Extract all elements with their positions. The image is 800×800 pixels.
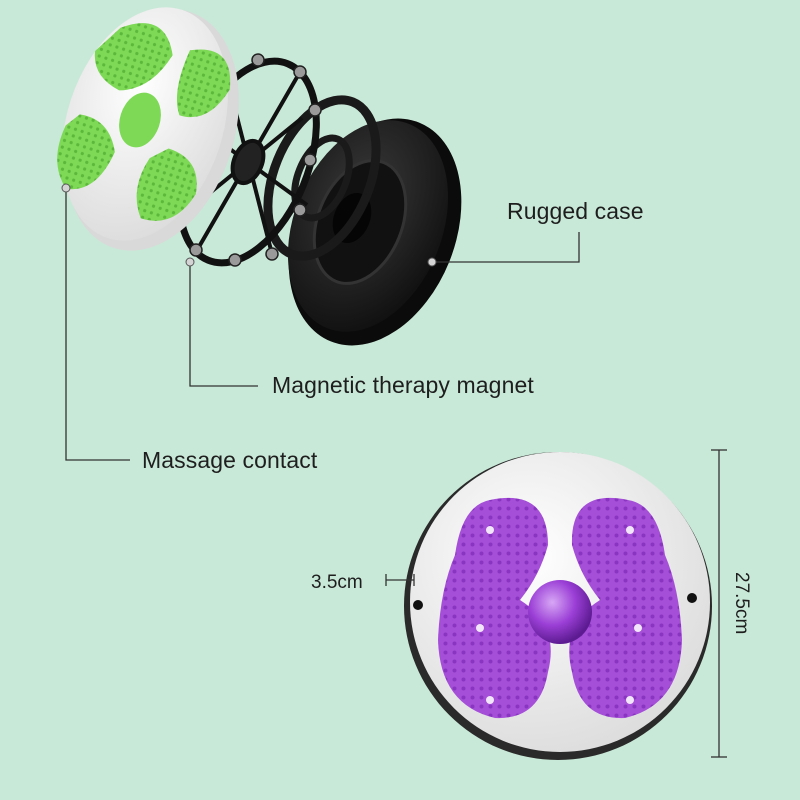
rugged-case-label: Rugged case [507,198,644,224]
massage-contact-label: Massage contact [142,447,318,473]
assembled-disc [404,452,712,760]
diameter-label: 27.5cm [731,572,752,635]
thickness-marker [385,574,415,586]
callout-lines [65,188,580,461]
magnet-label: Magnetic therapy magnet [272,372,534,398]
diameter-marker [711,449,727,758]
inner-ring [263,95,381,261]
callout-dots [61,183,437,267]
thickness-label: 3.5cm [311,572,363,593]
rugged-case [287,118,462,346]
green-massage-plate [57,7,239,251]
